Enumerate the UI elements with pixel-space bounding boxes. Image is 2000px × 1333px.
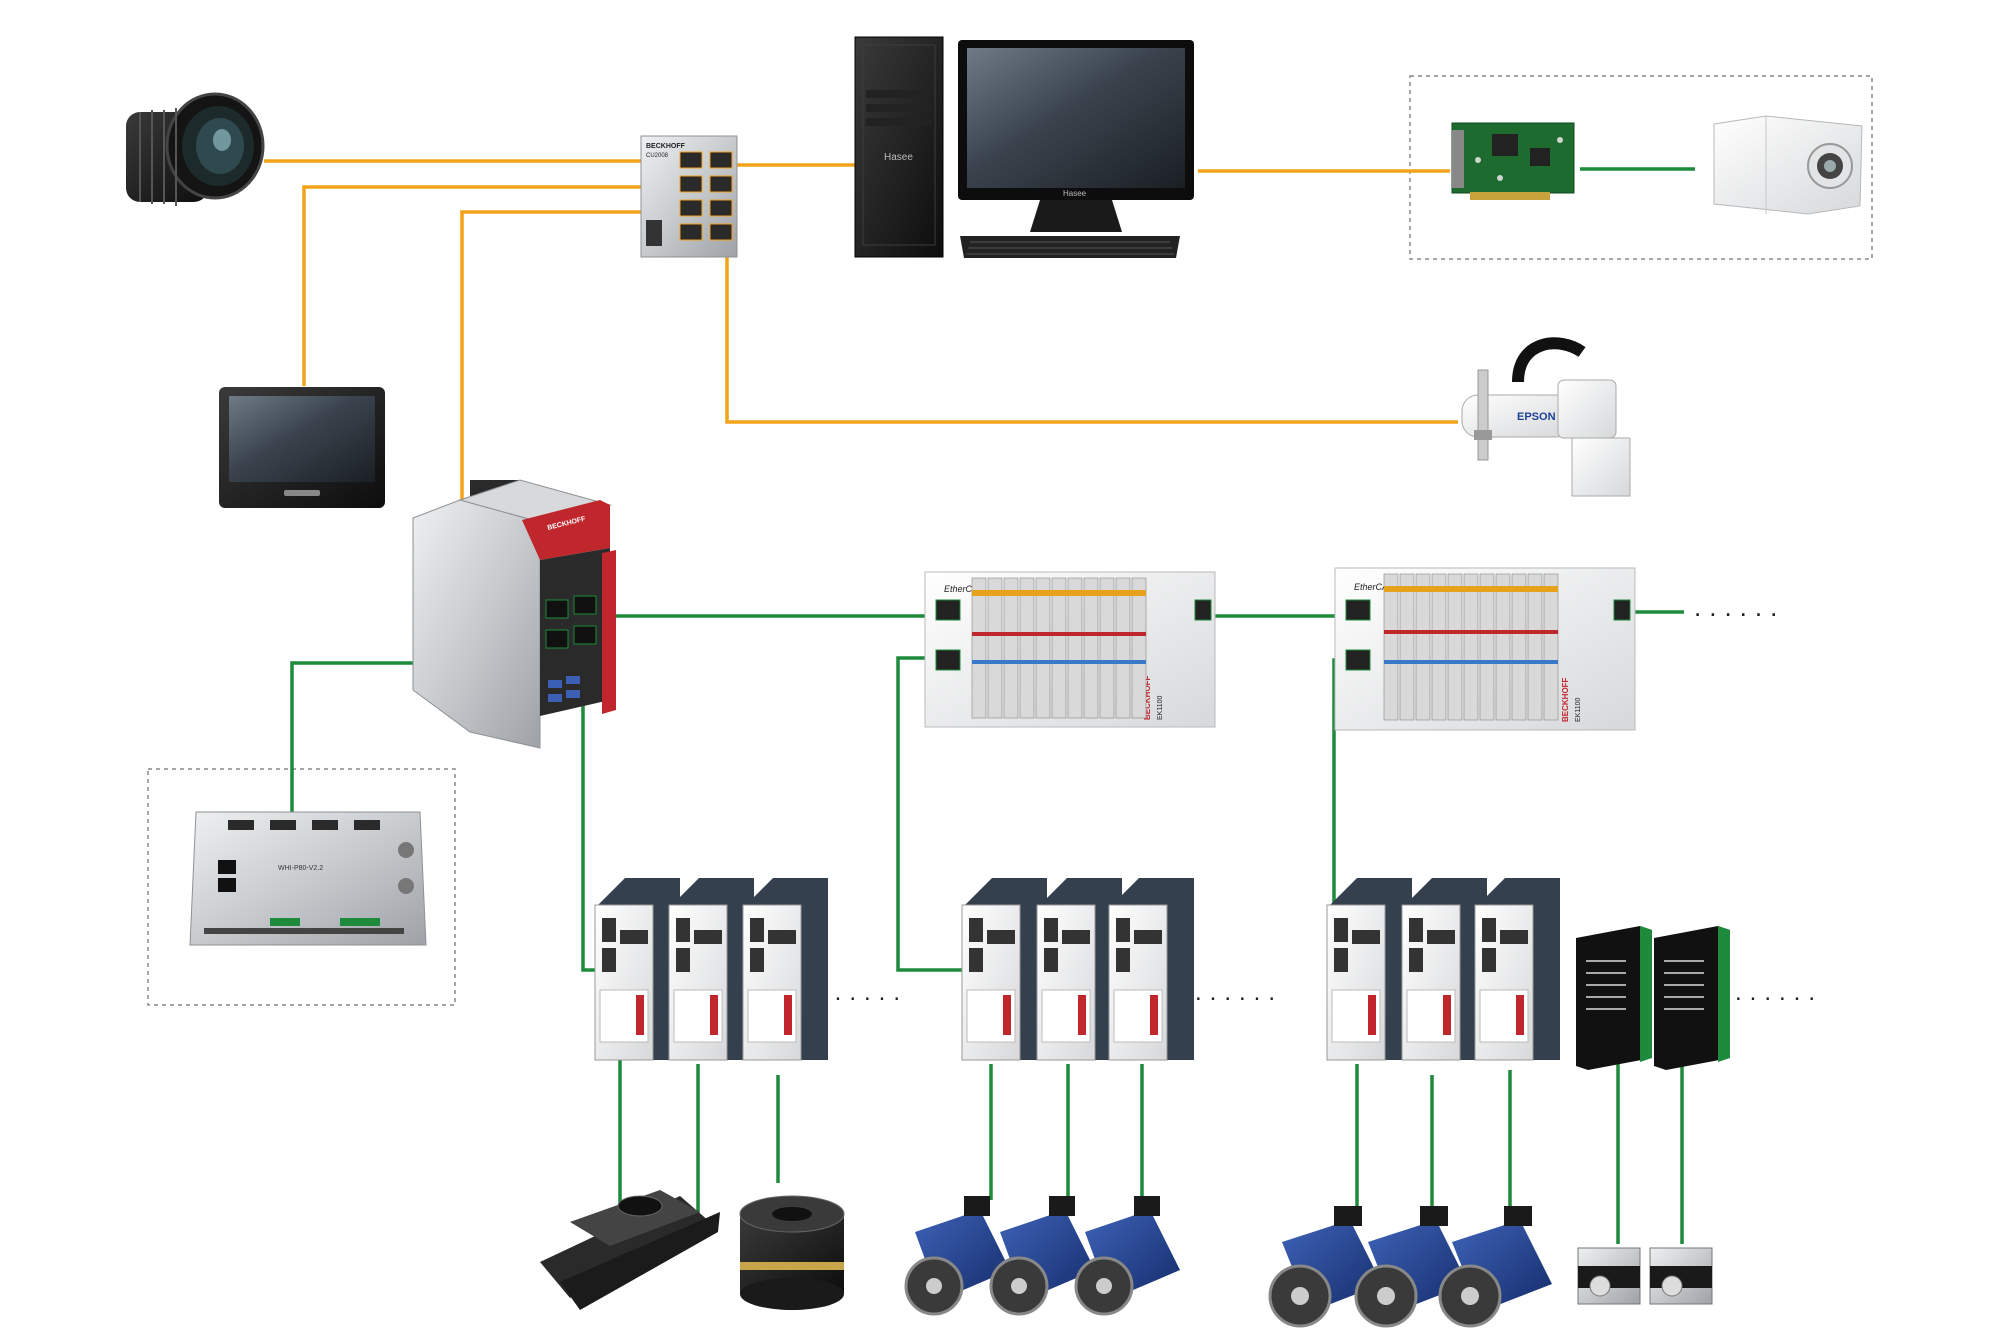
ethernet-switch-icon: BECKHOFF CU2008: [640, 135, 738, 258]
servo-motor-icon: [1438, 1206, 1552, 1328]
servo-drive-icon: [1326, 878, 1412, 1061]
camera-lens-icon: [126, 92, 265, 206]
servo-motors-group-1: [904, 1196, 1180, 1316]
continuation-drives1: ......: [820, 979, 908, 1006]
stepper-motor-icon: [1649, 1247, 1713, 1305]
coupler1-brand-label: BECKHOFF: [1143, 675, 1152, 720]
continuation-ec-bus: ......: [1694, 592, 1785, 622]
industrial-pc-icon: BECKHOFF: [412, 479, 616, 749]
motion-controller-model-label: WHI-P80-V2.2: [278, 865, 323, 872]
scara-robot-icon: EPSON: [1461, 337, 1631, 497]
coupler2-model-label: EK1100: [1575, 698, 1582, 722]
servo-motor-icon: [989, 1196, 1095, 1316]
linear-stage-icon: [540, 1190, 720, 1310]
servo-motors-group-2: [1268, 1206, 1552, 1328]
ethernet-links: [264, 159, 1458, 630]
coupler1-model-label: EK1100: [1157, 696, 1164, 720]
rotary-table-icon: [739, 1195, 845, 1310]
servo-drives-group-2: [961, 878, 1194, 1061]
servo-motor-icon: [904, 1196, 1010, 1316]
stepper-motors-group: [1577, 1247, 1713, 1305]
motion-controller-group: [147, 768, 456, 1006]
servo-drive-icon: [1036, 878, 1122, 1061]
monitor-icon: Hasee: [958, 40, 1194, 258]
stepper-driver-icon: [1654, 926, 1730, 1070]
servo-drives-group-3: [1326, 878, 1560, 1061]
continuation-drives2: ......: [1195, 979, 1283, 1006]
vision-card-icon: [1451, 122, 1575, 200]
servo-drive-icon: [1474, 878, 1560, 1061]
coupler2-brand-label: BECKHOFF: [1561, 677, 1570, 722]
pc-brand-label: Hasee: [884, 152, 913, 163]
link-ipc-switch: [460, 210, 675, 630]
servo-drive-icon: [742, 878, 828, 1061]
switch-brand-label: BECKHOFF: [646, 143, 686, 150]
stepper-drivers-group: [1576, 926, 1730, 1070]
coupler2-ethercat-label: EtherCAT: [1354, 582, 1394, 592]
io-coupler-icon: EtherCAT BECKHOFF EK1100: [1334, 567, 1636, 731]
stepper-motor-icon: [1577, 1247, 1641, 1305]
link-switch-robot: [725, 248, 1458, 424]
pc-tower-icon: Hasee: [854, 36, 944, 258]
vision-system-group: [1409, 75, 1873, 260]
continuation-drives3: ......: [1735, 979, 1823, 1006]
coupler1-ethercat-label: EtherCAT: [944, 584, 984, 594]
servo-drive-icon: [668, 878, 754, 1061]
stepper-driver-icon: [1576, 926, 1652, 1070]
continuation-marks: ...... ...... ...... ......: [820, 592, 1823, 1006]
servo-drives-group-1: [594, 878, 828, 1061]
servo-drive-icon: [961, 878, 1047, 1061]
industrial-camera-icon: [1713, 115, 1863, 215]
switch-model-label: CU2008: [646, 153, 669, 159]
servo-drive-icon: [594, 878, 680, 1061]
motion-controller-icon: WHI-P80-V2.2: [189, 811, 427, 946]
io-coupler-icon: EtherCAT BECKHOFF EK1100: [924, 571, 1216, 728]
servo-drive-icon: [1401, 878, 1487, 1061]
hmi-panel-icon: [219, 387, 385, 508]
servo-drive-icon: [1108, 878, 1194, 1061]
link-hmi-switch: [302, 185, 675, 386]
servo-motor-icon: [1074, 1196, 1180, 1316]
robot-brand-label: EPSON: [1517, 411, 1556, 423]
monitor-brand-label: Hasee: [1063, 189, 1087, 198]
